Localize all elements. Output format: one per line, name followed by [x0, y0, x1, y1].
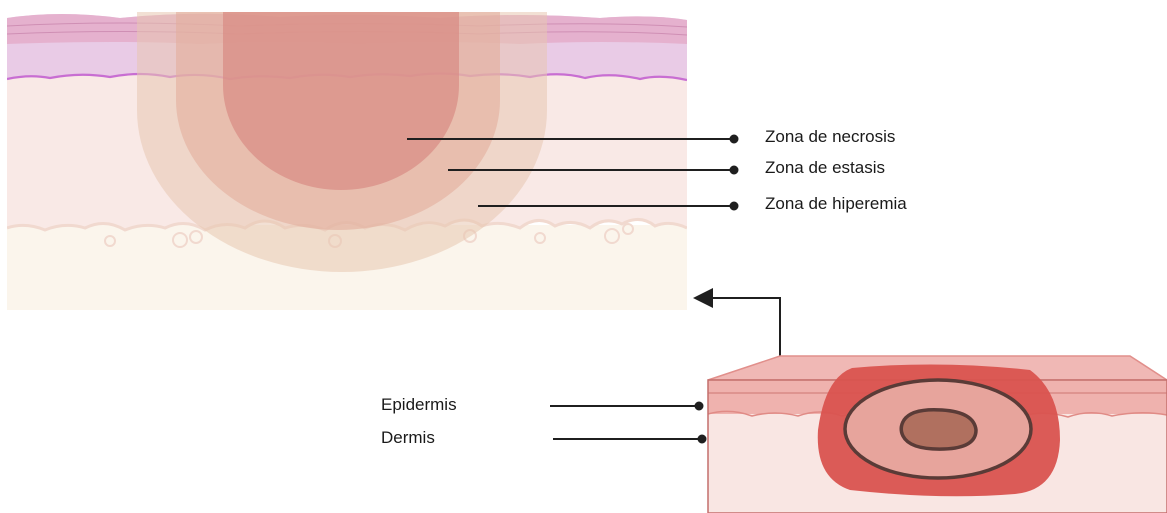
- skin-block: [708, 356, 1167, 513]
- wound-necrosis: [901, 410, 976, 449]
- label-zona-necrosis: Zona de necrosis: [765, 127, 895, 146]
- label-zona-hiperemia: Zona de hiperemia: [765, 194, 907, 213]
- layer-leaders: [550, 403, 706, 443]
- skin-cross-section: [7, 12, 687, 310]
- label-dermis: Dermis: [381, 428, 435, 447]
- zoom-arrow: [697, 298, 780, 356]
- label-zona-estasis: Zona de estasis: [765, 158, 885, 177]
- label-epidermis: Epidermis: [381, 395, 457, 414]
